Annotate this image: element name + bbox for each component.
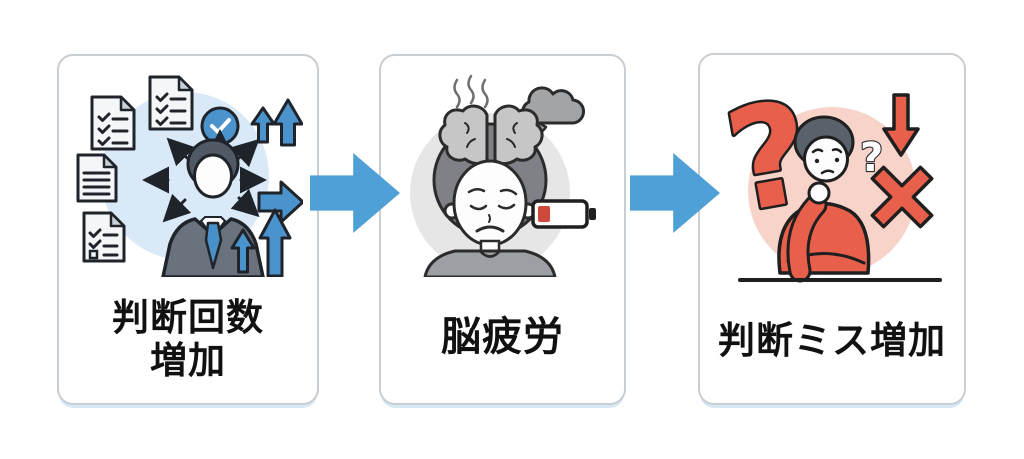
- step-caption-line: 脳疲労: [441, 313, 564, 360]
- step-caption-line: 増加: [150, 339, 226, 383]
- brain-fatigue-illustration: [410, 74, 596, 277]
- step-caption-line: 判断回数: [112, 295, 264, 339]
- checkbox-document-icon: [82, 211, 126, 263]
- tired-face: [467, 188, 518, 233]
- small-question-mark-icon: ?: [860, 135, 883, 181]
- step-caption: 判断ミス増加: [718, 319, 946, 363]
- step-card-2: 脳疲労: [379, 54, 626, 405]
- cross-icon: [870, 165, 934, 229]
- brain-folds: [464, 122, 518, 148]
- checklist-document-icon: [90, 95, 136, 151]
- down-arrow-icon: [882, 93, 920, 157]
- step-caption: 判断回数 増加: [112, 296, 264, 383]
- steam-lines-icon: [453, 74, 489, 109]
- step-card-1: 判断回数 増加: [57, 54, 319, 405]
- confused-thinker-illustration: ? ?: [713, 73, 942, 283]
- low-battery-icon: [531, 199, 596, 229]
- thinking-person-figure: [777, 115, 871, 283]
- exposed-brain-icon: [438, 104, 544, 166]
- tired-person-figure: [423, 104, 557, 277]
- lined-document-icon: [76, 153, 118, 203]
- growth-arrows-icon: [230, 98, 303, 277]
- step-caption: 脳疲労: [441, 314, 564, 361]
- hand-on-chin: [807, 181, 831, 205]
- checklist-document-icon: [148, 75, 194, 131]
- overloaded-businessman-illustration: [76, 75, 303, 277]
- step-card-3: ? ? 判断ミス増加: [698, 53, 966, 405]
- step-caption-line: 判断ミス増加: [718, 319, 946, 363]
- worried-face: [811, 148, 843, 175]
